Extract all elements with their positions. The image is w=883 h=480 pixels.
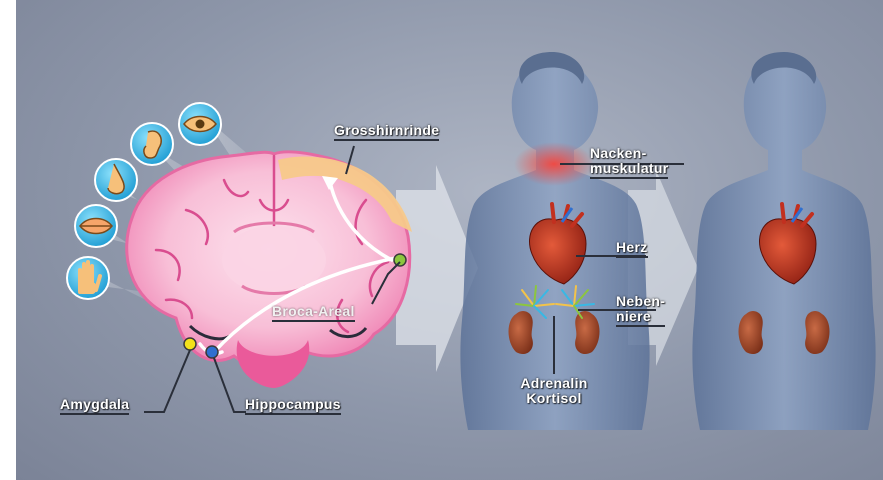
label-neben-line1: Neben- (616, 294, 665, 309)
label-hormones: Adrenalin Kortisol (512, 376, 596, 406)
label-kortisol: Kortisol (512, 391, 596, 406)
label-grosshirnrinde: Grosshirnrinde (334, 123, 439, 141)
eye-icon (179, 103, 221, 145)
label-hippocampus: Hippocampus (245, 397, 341, 415)
label-neben-line2: niere (616, 309, 665, 327)
mouth-icon (75, 205, 117, 247)
label-adrenalin: Adrenalin (512, 376, 596, 391)
body-relaxed (692, 52, 875, 430)
label-nacken-line1: Nacken- (590, 146, 668, 161)
label-amygdala: Amygdala (60, 397, 129, 415)
amygdala-marker (184, 338, 196, 350)
hippocampus-marker (206, 346, 218, 358)
label-nebenniere: Neben- niere (616, 294, 665, 327)
diagram-graphics (16, 0, 883, 480)
label-herz: Herz (616, 240, 648, 258)
label-nacken-line2: muskulatur (590, 161, 668, 179)
ear-icon (131, 123, 173, 165)
brain-coronal-section (127, 152, 412, 388)
hand-icon (67, 257, 109, 299)
label-broca-areal: Broca-Areal (272, 304, 355, 322)
label-nackenmuskulatur: Nacken- muskulatur (590, 146, 668, 179)
illustration: Grosshirnrinde Broca-Areal Amygdala Hipp… (16, 0, 883, 480)
nose-icon (95, 159, 137, 201)
broca-marker (394, 254, 406, 266)
